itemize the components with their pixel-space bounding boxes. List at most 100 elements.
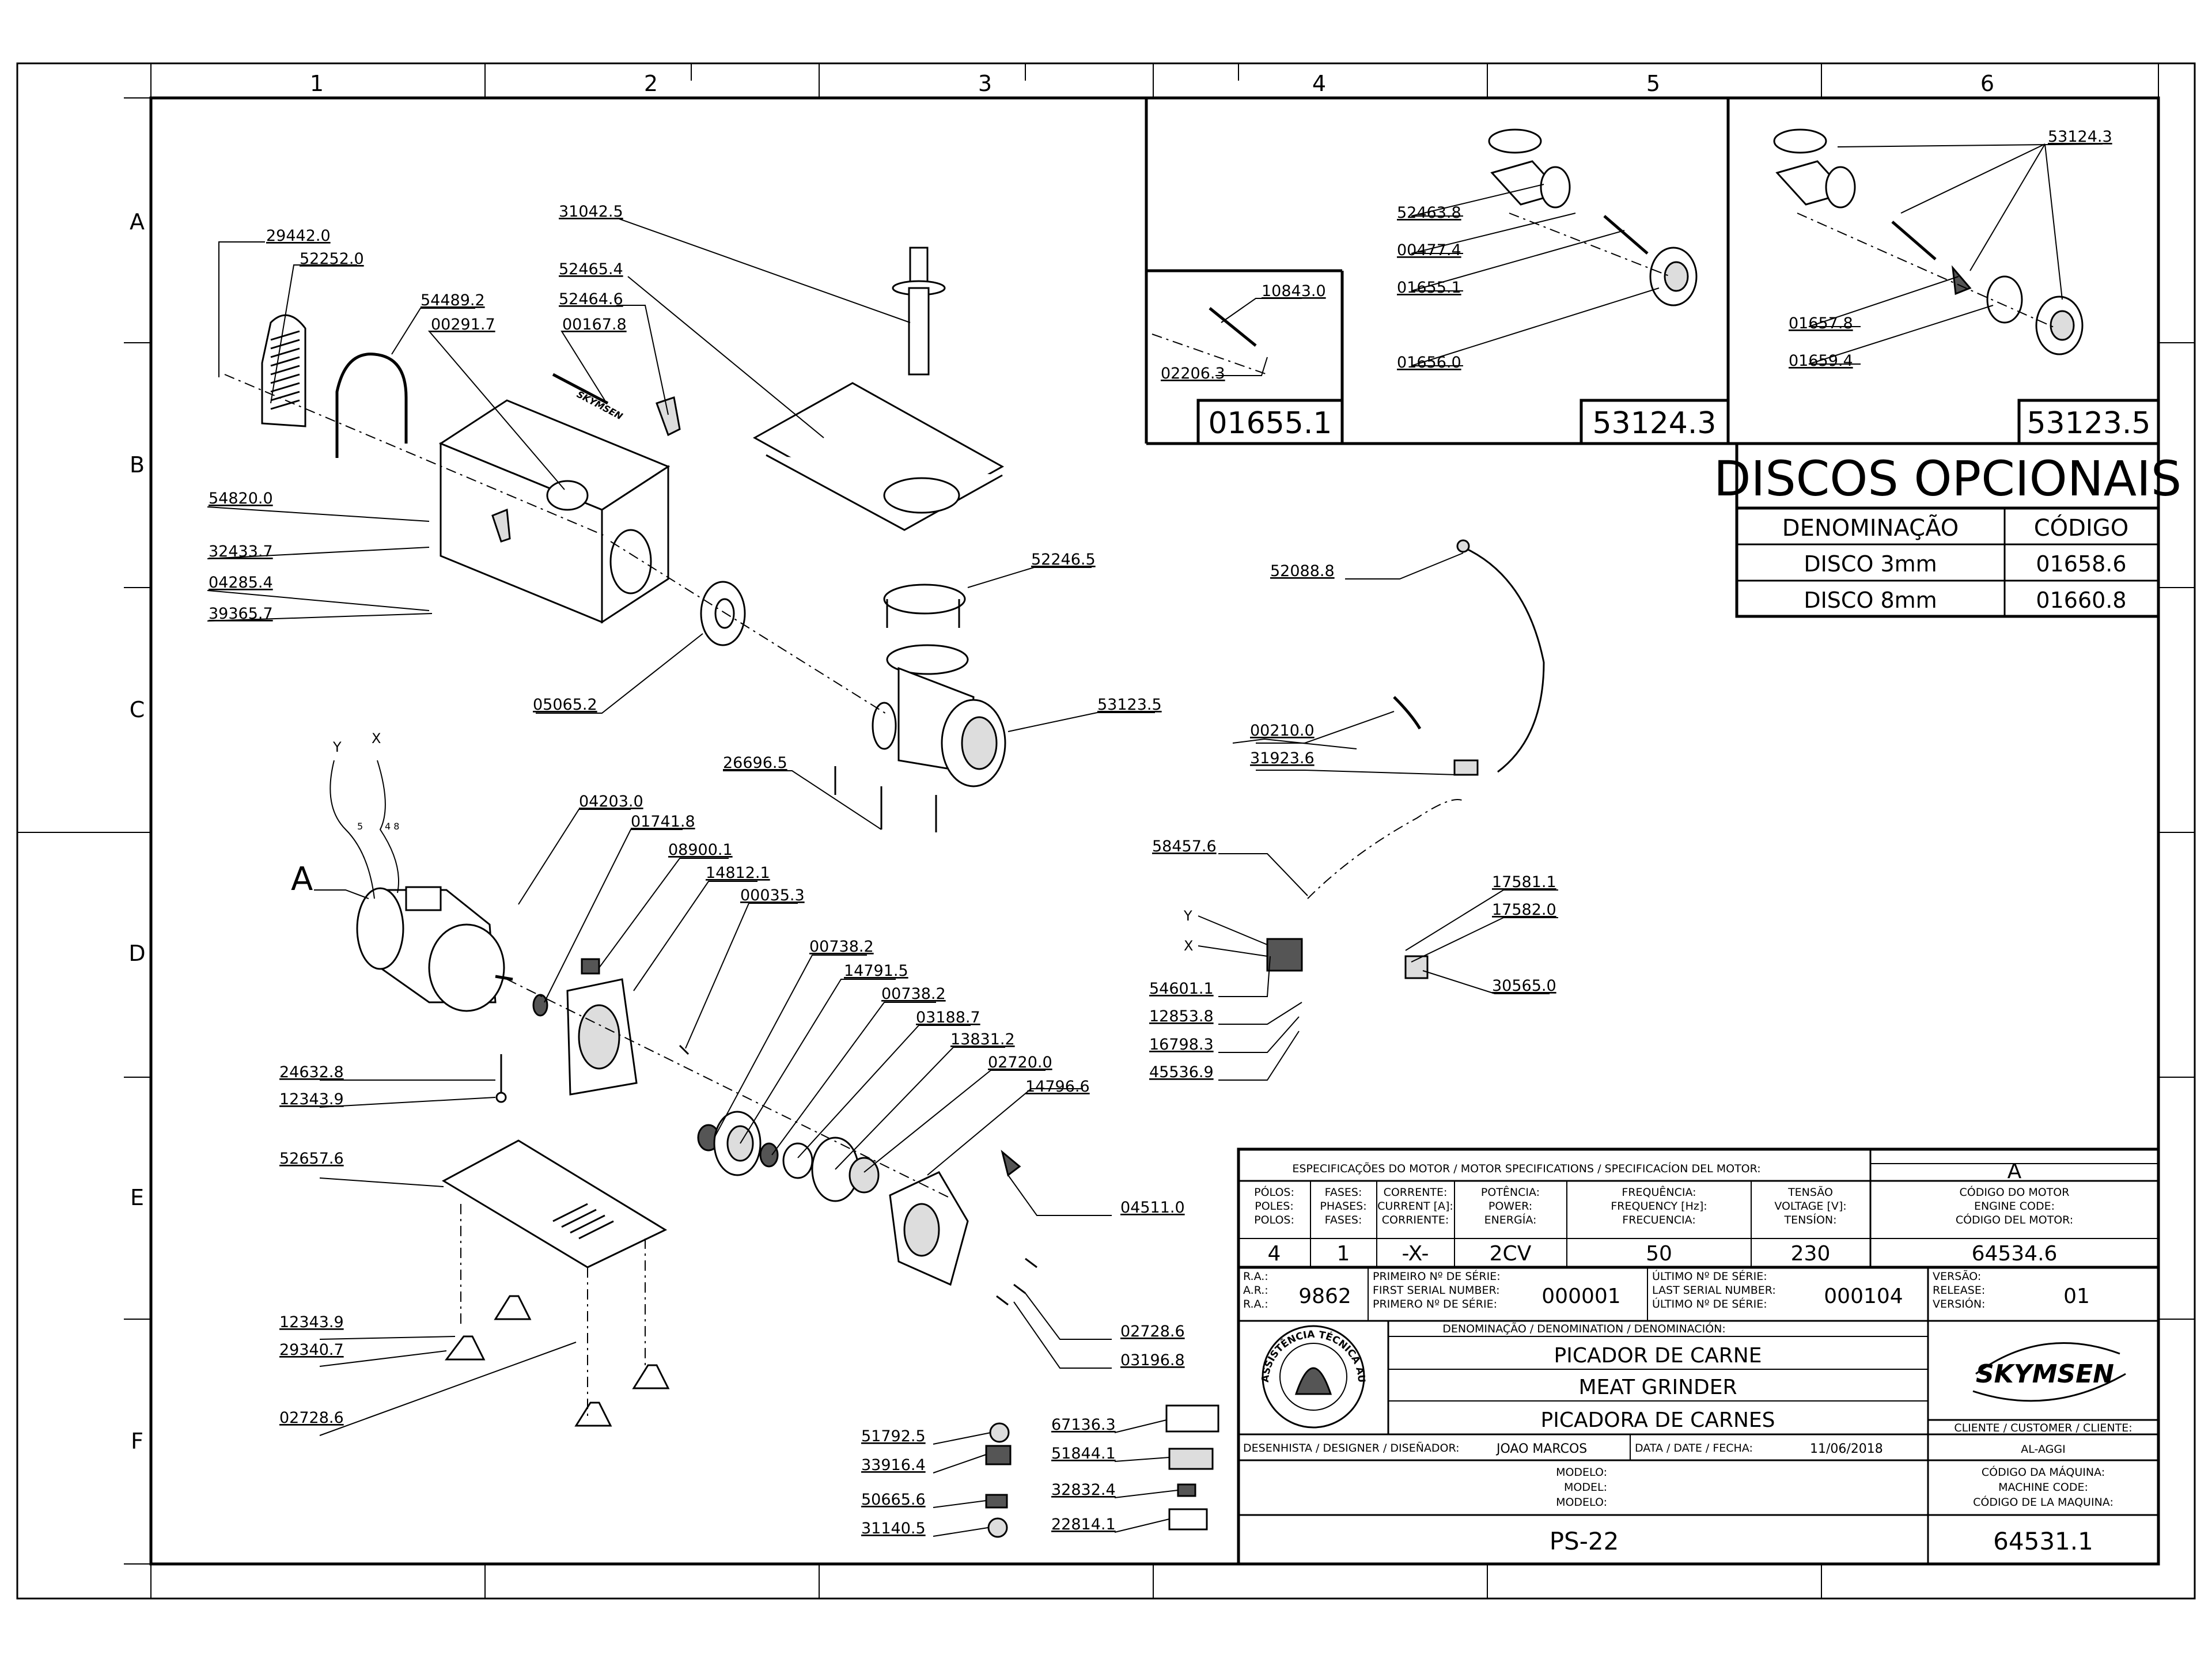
first-serial: 000001 (1541, 1285, 1620, 1308)
part-label: 16798.3 (1149, 1036, 1214, 1054)
grinder-head-part (872, 584, 1006, 787)
grid-col-3: 3 (978, 71, 992, 96)
first-serial-h: PRIMEIRO Nº DE SÉRIE: (1373, 1270, 1501, 1283)
part-label: 31042.5 (559, 203, 623, 221)
part-label: 05065.2 (533, 696, 597, 714)
grille-part (261, 314, 306, 427)
date: 11/06/2018 (1810, 1442, 1883, 1456)
axis-lines (224, 213, 2057, 1417)
part-label: 00291.7 (431, 316, 495, 334)
first-serial-h: PRIMERO Nº DE SÉRIE: (1373, 1297, 1497, 1310)
part-label: 22814.1 (1051, 1516, 1116, 1533)
denomination-h: DENOMINAÇÃO / DENOMINATION / DENOMINACIÓ… (1442, 1321, 1726, 1335)
discos-row-name: DISCO 8mm (1804, 588, 1937, 613)
client-h: CLIENTE / CUSTOMER / CLIENTE: (1954, 1422, 2132, 1434)
engine-code: 64534.6 (1972, 1242, 2058, 1266)
model-h: MODEL: (1564, 1481, 1607, 1494)
part-label: 17582.0 (1492, 901, 1556, 919)
version: 01 (2063, 1285, 2090, 1308)
wire-label-y: Y (332, 739, 342, 755)
clip-part (656, 396, 681, 437)
part-label: 52246.5 (1031, 551, 1096, 569)
part-label: 52463.8 (1397, 204, 1461, 222)
grid-row-f: F (131, 1429, 143, 1454)
grid-row-e: E (130, 1185, 144, 1210)
optional-box-3: 53123.5 (2027, 406, 2150, 441)
part-label: 52464.6 (559, 290, 623, 308)
designer: JOAO MARCOS (1495, 1442, 1587, 1456)
machine-code-h: CÓDIGO DA MÁQUINA: (1982, 1465, 2105, 1479)
spec-value-poles: 4 (1268, 1242, 1281, 1266)
harness-label-x: X (1184, 938, 1193, 954)
feet-parts (445, 1295, 670, 1427)
grid-row-c: C (130, 697, 145, 722)
grid-col-2: 2 (644, 71, 658, 96)
part-label: 29340.7 (279, 1341, 344, 1359)
spec-h: CORRENTE: (1384, 1186, 1448, 1199)
part-label: 52465.4 (559, 260, 623, 278)
spec-h: FASES: (1325, 1214, 1362, 1226)
part-label: 24632.8 (279, 1063, 344, 1081)
motor-ref-a: A (291, 861, 313, 898)
grid-col-1: 1 (310, 71, 324, 96)
part-label: 02206.3 (1161, 365, 1225, 382)
part-label: 08900.1 (668, 841, 733, 859)
part-label: 58457.6 (1152, 838, 1217, 855)
part-label: 00738.2 (881, 985, 946, 1003)
discos-row-name: DISCO 3mm (1804, 551, 1937, 577)
handle-part (335, 353, 408, 458)
part-label: 14796.6 (1025, 1078, 1090, 1096)
part-label: 29442.0 (266, 227, 331, 245)
base-plate-part (441, 1139, 668, 1268)
harness-label-y: Y (1183, 908, 1192, 924)
optional-parts (1209, 128, 2084, 355)
model-h: MODELO: (1556, 1466, 1607, 1479)
spec-h: FRECUENCIA: (1622, 1214, 1695, 1226)
part-label: 03188.7 (916, 1009, 980, 1027)
name-en: MEAT GRINDER (1578, 1376, 1737, 1399)
part-label: 54601.1 (1149, 980, 1214, 998)
name-es: PICADORA DE CARNES (1541, 1408, 1775, 1432)
last-serial-h: ÚLTIMO Nº DE SÉRIE: (1652, 1269, 1767, 1283)
part-label: 17581.1 (1492, 873, 1556, 891)
part-number-labels: 29442.0 52252.0 54489.2 00291.7 00167.8 … (209, 128, 2112, 1537)
ra-h: R.A.: (1243, 1270, 1268, 1283)
part-label: 00738.2 (809, 938, 874, 956)
part-label: 52088.8 (1270, 562, 1335, 580)
ra-h: R.A.: (1243, 1298, 1268, 1310)
grid-labels: 1 2 3 4 5 6 A B C D E F (128, 71, 1994, 1454)
part-label: 12343.9 (279, 1313, 344, 1331)
spec-h: TENSÍON: (1783, 1213, 1836, 1226)
part-label: 00035.3 (740, 887, 805, 904)
part-label: 02720.0 (988, 1054, 1052, 1071)
part-label: 31140.5 (861, 1520, 926, 1537)
wire-label-x: X (372, 730, 381, 747)
grid-row-a: A (130, 209, 145, 234)
part-label: 12343.9 (279, 1090, 344, 1108)
ra-h: A.R.: (1243, 1284, 1268, 1297)
part-label: 03196.8 (1120, 1351, 1185, 1369)
last-serial: 000104 (1824, 1285, 1903, 1308)
part-label: 12853.8 (1149, 1007, 1214, 1025)
optional-box-2: 53124.3 (1592, 406, 1716, 441)
spec-h: FASES: (1325, 1186, 1362, 1199)
part-label: 26696.5 (723, 754, 787, 772)
model-h: MODELO: (1556, 1496, 1607, 1509)
version-h: VERSÃO: (1933, 1270, 1981, 1283)
spec-h: POLOS: (1254, 1214, 1294, 1226)
part-label: 53123.5 (1097, 696, 1162, 714)
spec-h: POTÊNCIA: (1481, 1185, 1540, 1199)
part-label: 54820.0 (209, 490, 273, 507)
last-serial-h: LAST SERIAL NUMBER: (1652, 1284, 1776, 1297)
machine-code: 64531.1 (1993, 1527, 2093, 1555)
drawing-frame (16, 62, 2196, 1600)
spec-h: CURRENT [A]: (1377, 1200, 1453, 1213)
spec-value-current: -X- (1402, 1242, 1429, 1266)
motor-spec-title: ESPECIFICAÇÕES DO MOTOR / MOTOR SPECIFIC… (1292, 1162, 1760, 1175)
machine-code-h: MACHINE CODE: (1998, 1481, 2088, 1494)
part-label: 10843.0 (1262, 282, 1326, 300)
engine-code-h: CÓDIGO DO MOTOR (1960, 1185, 2070, 1199)
part-label: 00210.0 (1250, 722, 1315, 740)
part-label: 01655.1 (1397, 279, 1461, 297)
